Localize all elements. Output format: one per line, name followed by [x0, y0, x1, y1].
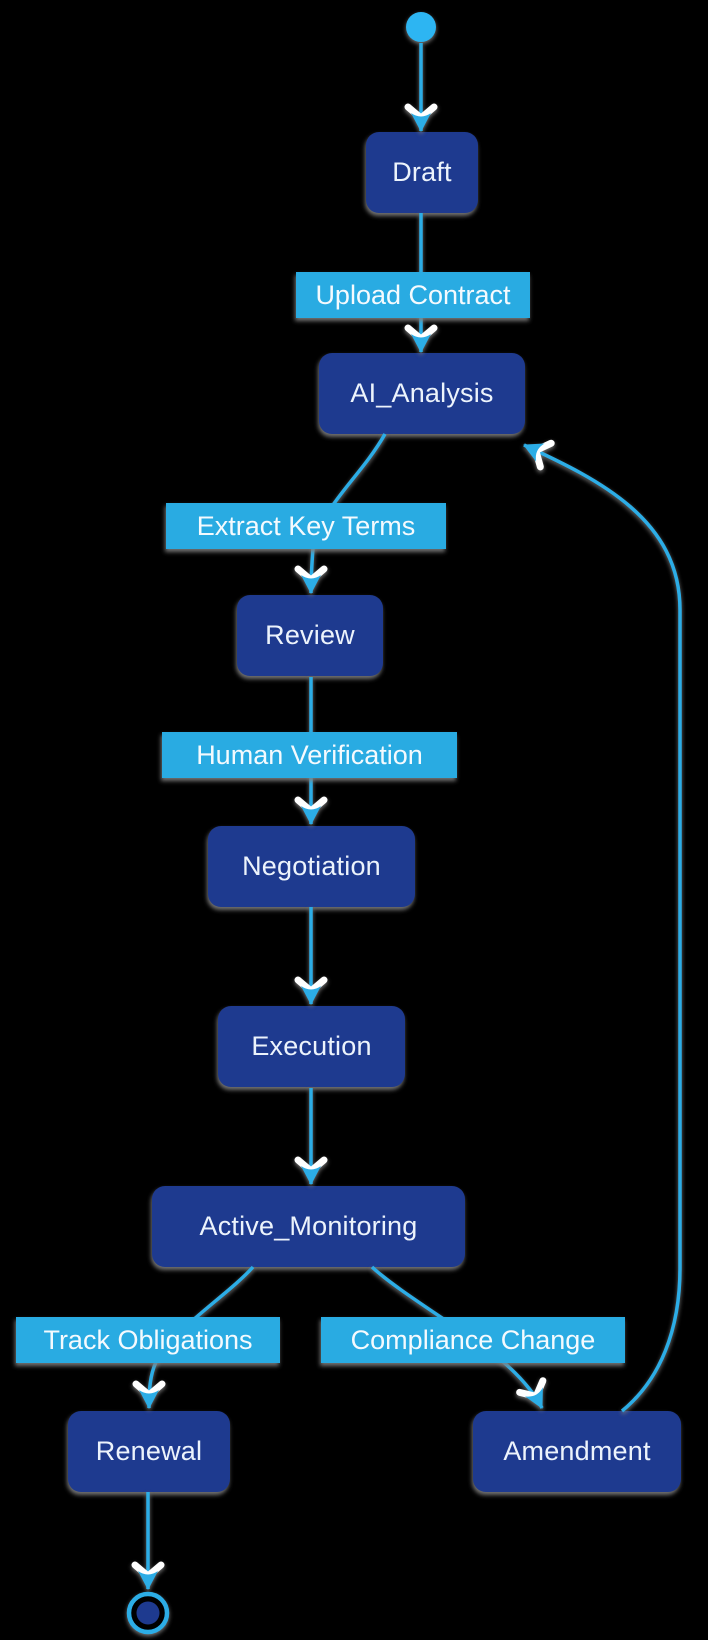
- state-node-renewal: Renewal: [68, 1411, 230, 1492]
- edge-amendment-to-ai-analysis: [523, 439, 682, 1413]
- state-node-negotiation: Negotiation: [208, 826, 415, 907]
- state-node-active-monitoring: Active_Monitoring: [152, 1186, 465, 1267]
- edge-label-upload-contract: Upload Contract: [296, 272, 530, 318]
- edge-label-track-obligations: Track Obligations: [16, 1317, 280, 1363]
- final-state-node: [126, 1591, 170, 1635]
- state-node-execution: Execution: [218, 1006, 405, 1087]
- edge-label-human-verification: Human Verification: [162, 732, 457, 778]
- final-state-core: [136, 1601, 160, 1625]
- edge-label-compliance-change: Compliance Change: [321, 1317, 625, 1363]
- state-node-amendment: Amendment: [473, 1411, 681, 1492]
- state-node-draft: Draft: [366, 132, 478, 213]
- start-state-node: [406, 12, 436, 42]
- edge-label-extract-key-terms: Extract Key Terms: [166, 503, 446, 549]
- state-node-ai-analysis: AI_Analysis: [319, 353, 525, 434]
- state-node-review: Review: [237, 595, 383, 676]
